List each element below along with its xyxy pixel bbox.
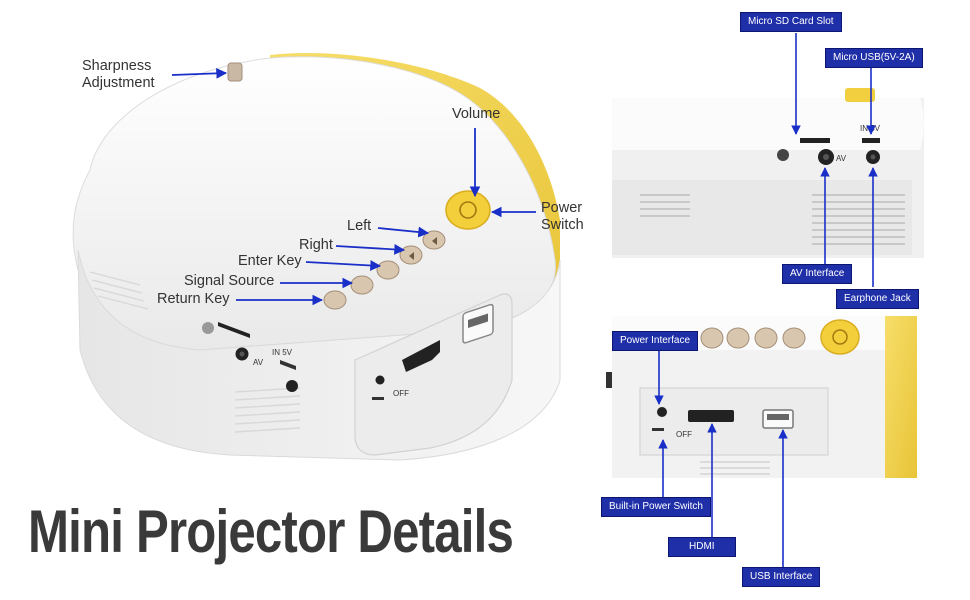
side-view-inset: AV IN 5V <box>612 88 924 258</box>
sharpness-label-line1: Sharpness <box>82 58 152 74</box>
earphone-jack-tag: Earphone Jack <box>836 289 919 309</box>
enter-key-label: Enter Key <box>238 253 302 269</box>
return-key-label: Return Key <box>157 291 230 307</box>
hdmi-tag: HDMI <box>668 537 736 557</box>
power-switch-callout: Power Switch <box>541 200 584 234</box>
side-av-label: AV <box>836 154 847 163</box>
main-av-label: AV <box>253 358 264 367</box>
rear-off-label: OFF <box>393 389 409 398</box>
hdmi-port <box>402 340 440 372</box>
power-label-line1: Power <box>541 200 583 216</box>
left-key-label: Left <box>347 218 372 234</box>
right-key-label: Right <box>299 237 333 253</box>
micro-usb-tag: Micro USB(5V-2A) <box>825 48 923 68</box>
volume-label: Volume <box>452 106 501 122</box>
power-label-line2: Switch <box>541 217 584 233</box>
signal-source-label: Signal Source <box>184 273 275 289</box>
power-knob <box>445 190 491 230</box>
av-interface-tag: AV Interface <box>782 264 853 284</box>
sharpness-label-line2: Adjustment <box>82 75 155 91</box>
micro-sd-tag: Micro SD Card Slot <box>740 12 842 32</box>
power-interface-tag: Power Interface <box>612 331 699 351</box>
main-in5v-label: IN 5V <box>272 348 293 357</box>
sharpness-knob <box>227 62 243 82</box>
usb-interface-tag: USB Interface <box>742 567 821 587</box>
built-in-power-switch-tag: Built-in Power Switch <box>601 497 711 517</box>
inset-off-label: OFF <box>676 430 692 439</box>
sharpness-callout: Sharpness Adjustment <box>82 58 155 92</box>
page-headline: Mini Projector Details <box>28 498 514 565</box>
